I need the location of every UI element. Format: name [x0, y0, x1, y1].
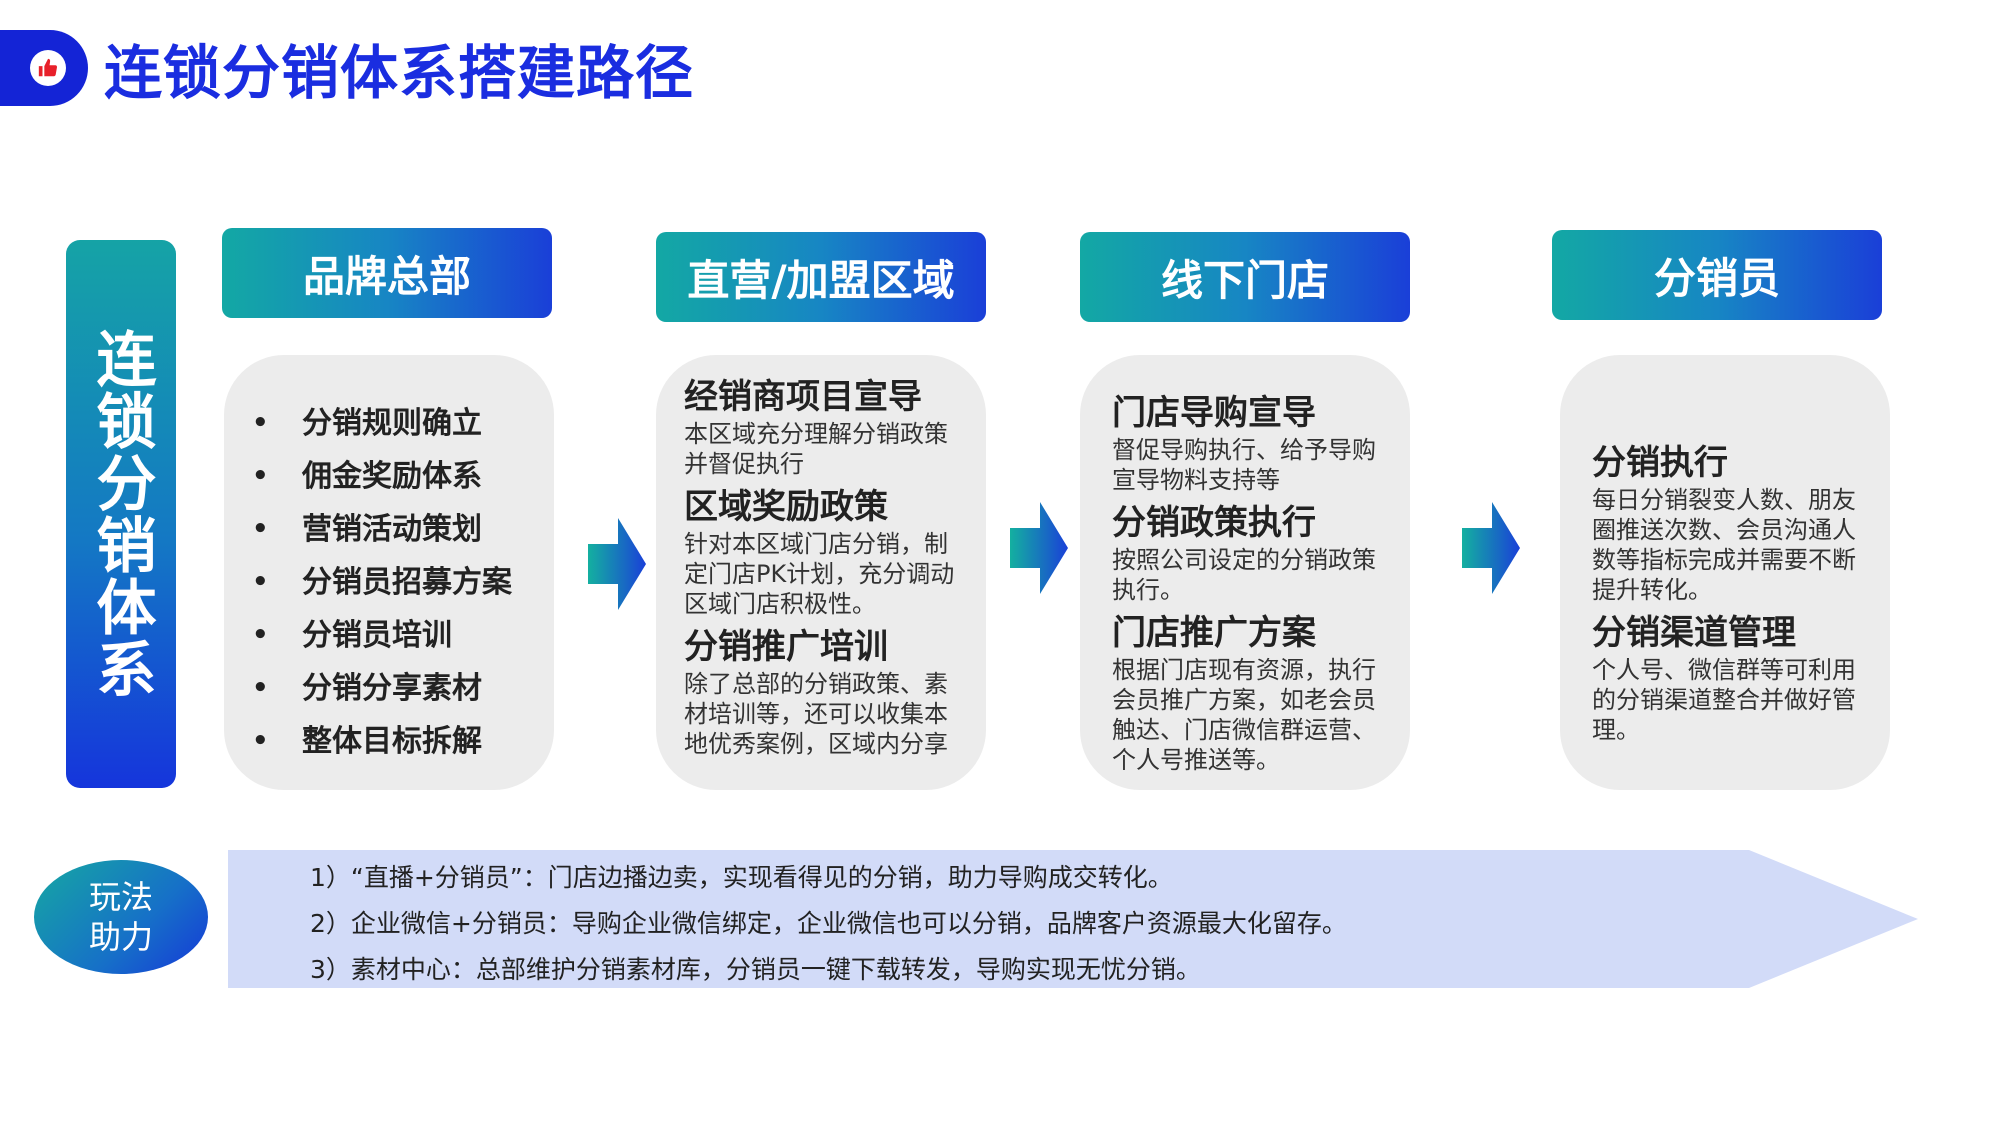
section-heading: 区域奖励政策: [684, 487, 888, 527]
list-item: •整体目标拆解: [252, 724, 482, 759]
section-body: 根据门店现有资源，执行会员推广方案，如老会员触达、门店微信群运营、个人号推送等。: [1112, 656, 1376, 774]
arrow-right-icon: [1462, 502, 1520, 594]
section-body: 个人号、微信群等可利用的分销渠道整合并做好管理。: [1592, 656, 1856, 744]
tip-item-live: 1）“直播+分销员”：门店边播边卖，实现看得见的分销，助力导购成交转化。: [310, 863, 1173, 892]
side-label-bar: 连锁分销体系: [66, 240, 176, 788]
section-body: 督促导购执行、给予导购宣导物料支持等: [1112, 436, 1376, 494]
list-item: •分销员招募方案: [252, 565, 512, 600]
column-card-distributor: 分销执行 每日分销裂变人数、朋友圈推送次数、会员沟通人数等指标完成并需要不断提升…: [1560, 355, 1890, 790]
arrow-right-icon: [588, 518, 646, 610]
column-card-region: 经销商项目宣导 本区域充分理解分销政策并督促执行 区域奖励政策 针对本区域门店分…: [656, 355, 986, 790]
list-item: •分销规则确立: [252, 406, 482, 441]
column-card-store: 门店导购宣导 督促导购执行、给予导购宣导物料支持等 分销政策执行 按照公司设定的…: [1080, 355, 1410, 790]
list-item: •分销分享素材: [252, 671, 482, 706]
section-body: 本区域充分理解分销政策并督促执行: [684, 420, 948, 478]
badge-line: 助力: [88, 918, 153, 956]
column-header-label: 直营/加盟区域: [687, 255, 955, 305]
section-heading: 门店推广方案: [1112, 613, 1316, 653]
column-header-distributor: 分销员: [1552, 230, 1882, 320]
list-item: •佣金奖励体系: [252, 459, 482, 494]
section-body: 针对本区域门店分销，制定门店PK计划，充分调动区域门店积极性。: [684, 530, 955, 618]
tip-item-wecom: 2）企业微信+分销员：导购企业微信绑定，企业微信也可以分销，品牌客户资源最大化留…: [310, 909, 1347, 938]
column-header-region: 直营/加盟区域: [656, 232, 986, 322]
arrow-right-icon: [1010, 502, 1068, 594]
section-body: 按照公司设定的分销政策执行。: [1112, 546, 1376, 604]
column-header-label: 分销员: [1653, 253, 1780, 303]
section-heading: 经销商项目宣导: [684, 377, 922, 417]
tips-band: [228, 850, 1918, 988]
section-heading: 分销政策执行: [1112, 503, 1316, 543]
badge-line: 玩法: [88, 878, 153, 916]
column-header-brand-hq: 品牌总部: [222, 228, 552, 318]
section-heading: 门店导购宣导: [1112, 393, 1316, 433]
section-body: 除了总部的分销政策、素材培训等，还可以收集本地优秀案例，区域内分享: [684, 670, 948, 758]
section-heading: 分销推广培训: [684, 627, 888, 667]
column-header-label: 品牌总部: [302, 251, 471, 301]
side-label-text: 连锁分销体系: [86, 328, 156, 700]
section-body: 每日分销裂变人数、朋友圈推送次数、会员沟通人数等指标完成并需要不断提升转化。: [1592, 486, 1856, 604]
list-item: •分销员培训: [252, 618, 452, 653]
thumbs-up-icon: [30, 50, 66, 86]
column-header-store: 线下门店: [1080, 232, 1410, 322]
section-heading: 分销执行: [1592, 443, 1728, 483]
section-heading: 分销渠道管理: [1592, 613, 1796, 653]
gameplay-assist-badge: 玩法 助力: [34, 860, 208, 974]
tip-item-material: 3）素材中心：总部维护分销素材库，分销员一键下载转发，导购实现无忧分销。: [310, 955, 1201, 984]
column-card-brand-hq: •分销规则确立 •佣金奖励体系 •营销活动策划 •分销员招募方案 •分销员培训 …: [224, 355, 554, 790]
page-title: 连锁分销体系搭建路径: [104, 39, 695, 107]
column-header-label: 线下门店: [1160, 255, 1329, 305]
bullet-list: •分销规则确立 •佣金奖励体系 •营销活动策划 •分销员招募方案 •分销员培训 …: [252, 397, 554, 768]
list-item: •营销活动策划: [252, 512, 482, 547]
